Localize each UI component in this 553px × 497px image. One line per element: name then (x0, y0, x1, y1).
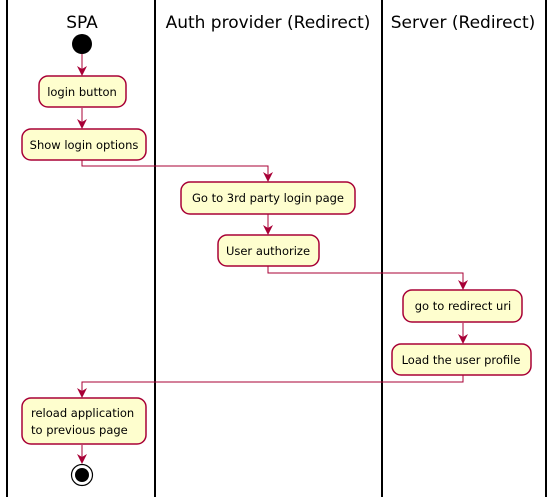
action-node-login-button: login button (38, 75, 127, 108)
node-label: login button (47, 85, 117, 99)
lane-title-server: Server (Redirect) (391, 13, 536, 33)
lane-title-spa: SPA (66, 13, 98, 33)
start-node-icon (72, 34, 92, 54)
node-label: go to redirect uri (415, 299, 512, 313)
swimlane-borders (6, 0, 547, 497)
node-label-line-1: reload application (31, 406, 134, 420)
edge-authorize-to-redirect (267, 266, 468, 290)
edge-options-to-3rd-party (81, 160, 273, 182)
action-node-user-authorize: User authorize (217, 234, 320, 267)
edge-profile-to-reload (77, 375, 464, 398)
flow-edges (77, 54, 468, 464)
lane-title-auth-provider: Auth provider (Redirect) (166, 13, 371, 33)
action-node-load-user-profile: Load the user profile (391, 343, 532, 376)
node-label: User authorize (226, 244, 310, 258)
end-node-icon (70, 463, 94, 487)
node-label: Show login options (30, 138, 139, 152)
action-node-go-to-3rd-party: Go to 3rd party login page (180, 181, 356, 215)
action-node-show-login-options: Show login options (21, 128, 147, 161)
node-label-line-2: to previous page (31, 423, 128, 437)
node-label: Go to 3rd party login page (192, 191, 344, 205)
action-node-go-to-redirect-uri: go to redirect uri (402, 289, 523, 323)
action-node-reload-application: reload application to previous page (21, 397, 147, 445)
node-label: Load the user profile (402, 353, 521, 367)
